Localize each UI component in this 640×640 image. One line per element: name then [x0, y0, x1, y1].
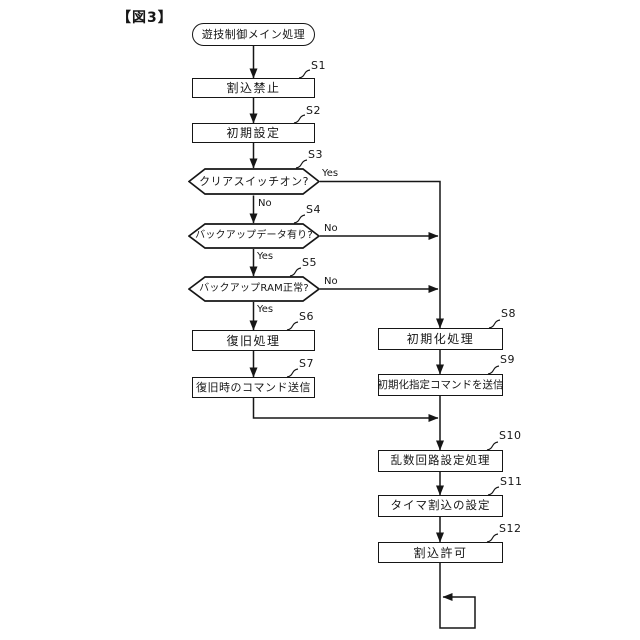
node-s4-decision: バックアップデータ有り?: [188, 223, 320, 249]
node-s3-label: クリアスイッチオン?: [199, 175, 309, 188]
edge-s3-yes-s8: [320, 180, 444, 329]
node-s9-process: 初期化指定コマンドを送信: [377, 374, 504, 396]
step-label-s8: S8: [501, 307, 516, 320]
edge-label-s3-yes: Yes: [322, 168, 339, 179]
node-s11-process: タイマ割込の設定: [378, 495, 503, 517]
node-s7-process: 復旧時のコマンド送信: [192, 377, 315, 398]
step-label-s12: S12: [499, 522, 522, 535]
node-s5-decision: バックアップRAM正常?: [188, 276, 320, 302]
decision-hexagon-shape: [188, 168, 320, 195]
edge-label-s3-no: No: [258, 198, 272, 209]
node-s11-label: タイマ割込の設定: [390, 498, 491, 513]
node-s1-label: 割込禁止: [226, 81, 281, 95]
step-label-s5: S5: [302, 256, 317, 269]
edge-s12-loop: [439, 563, 476, 629]
edge-label-s4-no: No: [324, 223, 338, 234]
step-label-s11: S11: [500, 475, 523, 488]
node-s10-label: 乱数回路設定処理: [390, 453, 491, 468]
step-label-leaders: [286, 69, 501, 543]
edge-label-s5-no: No: [324, 276, 338, 287]
node-s4-label: バックアップデータ有り?: [195, 230, 313, 241]
step-label-s7: S7: [299, 357, 314, 370]
edge-label-s5-yes: Yes: [257, 304, 274, 315]
step-label-s4: S4: [306, 203, 321, 216]
step-label-s10: S10: [499, 429, 522, 442]
step-label-s2: S2: [306, 104, 321, 117]
node-s12-process: 割込許可: [378, 542, 503, 563]
decision-hexagon-shape: [188, 276, 320, 302]
step-label-s9: S9: [500, 353, 515, 366]
figure-title: 【図3】: [117, 10, 173, 26]
node-s9-label: 初期化指定コマンドを送信: [377, 378, 504, 391]
node-s8-label: 初期化処理: [406, 332, 475, 346]
node-s6-process: 復旧処理: [192, 330, 315, 351]
node-s10-process: 乱数回路設定処理: [378, 450, 503, 472]
step-label-s1: S1: [311, 59, 326, 72]
node-s2-process: 初期設定: [192, 123, 315, 143]
node-start-label: 遊技制御メイン処理: [201, 28, 306, 41]
node-s6-label: 復旧処理: [226, 333, 281, 348]
node-s2-label: 初期設定: [226, 126, 281, 140]
node-s8-process: 初期化処理: [378, 328, 503, 350]
decision-hexagon-shape: [188, 223, 320, 249]
step-label-s3: S3: [308, 148, 323, 161]
edge-s7-join: [252, 398, 439, 422]
node-s1-process: 割込禁止: [192, 78, 315, 98]
step-label-s6: S6: [299, 310, 314, 323]
edge-label-s4-yes: Yes: [257, 251, 274, 262]
node-s12-label: 割込許可: [413, 545, 468, 560]
node-start-terminal: 遊技制御メイン処理: [192, 23, 315, 46]
node-s5-label: バックアップRAM正常?: [199, 283, 309, 294]
node-s7-label: 復旧時のコマンド送信: [196, 381, 311, 394]
node-s3-decision: クリアスイッチオン?: [188, 168, 320, 195]
